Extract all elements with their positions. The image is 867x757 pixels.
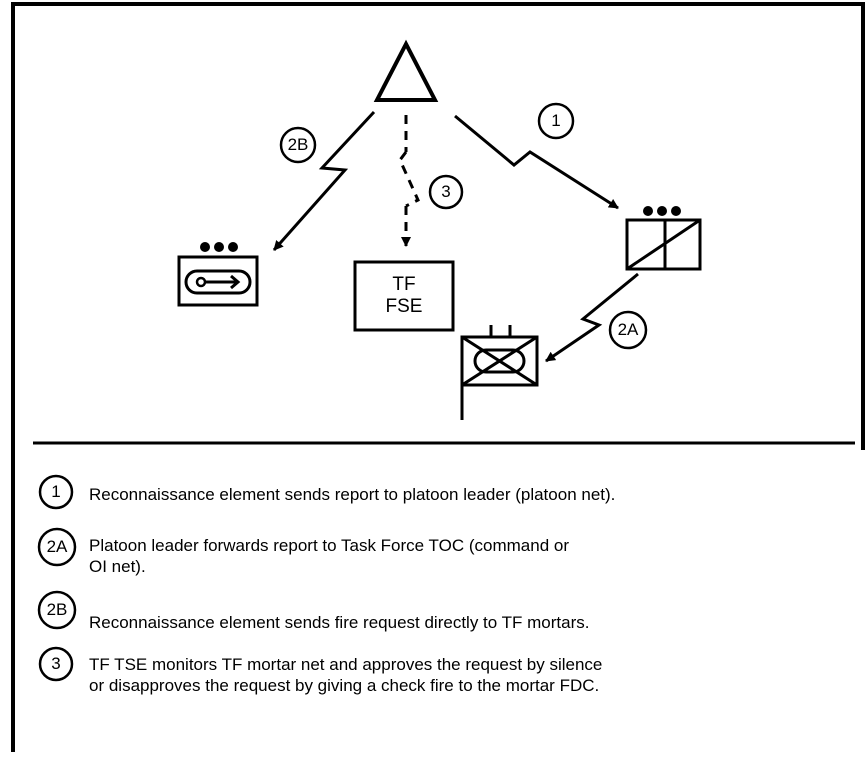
frame-border	[11, 2, 865, 752]
legend-item-3-line2: or disapproves the request by giving a c…	[89, 676, 600, 695]
legend-marker-2a-label: 2A	[46, 537, 68, 556]
tf-fse-line2: FSE	[385, 296, 423, 317]
legend-item-2b-text: Reconnaissance element sends fire reques…	[89, 613, 590, 632]
legend-marker-1-circle	[38, 474, 74, 510]
legend-item-1-text: Reconnaissance element sends report to p…	[89, 485, 616, 504]
legend-item-3-text: TF TSE monitors TF mortar net and approv…	[89, 654, 602, 696]
callout-3-circle	[428, 174, 464, 210]
recon-element-triangle-icon	[373, 39, 439, 102]
callout-2a-circle	[608, 310, 648, 350]
tf-fse-line1: TF	[392, 274, 416, 295]
tf-fse-box	[353, 260, 455, 332]
legend-marker-2b-circle	[37, 590, 77, 630]
legend-marker-3-label: 3	[51, 654, 61, 673]
legend-item-3-line1: TF TSE monitors TF mortar net and approv…	[89, 655, 603, 674]
legend-marker-3-circle	[38, 646, 74, 682]
legend-marker-1-label: 1	[51, 482, 61, 501]
callout-1-label: 1	[551, 111, 561, 130]
tf-fse-label: TF FSE	[355, 274, 453, 318]
platoon-leader-symbol	[625, 206, 702, 271]
legend-item-2a-line1: Platoon leader forwards report to Task F…	[89, 536, 569, 555]
arrow-2a	[545, 272, 639, 363]
legend-item-2a-line2: OI net).	[89, 557, 146, 576]
callout-2a-label: 2A	[617, 320, 639, 339]
callout-2b-circle	[279, 126, 317, 164]
arrow-2b	[272, 110, 376, 251]
arrow-1	[454, 114, 619, 210]
callout-3-label: 3	[441, 182, 451, 201]
arrow-3-dashed-break	[398, 151, 420, 208]
tf-mortars-symbol	[177, 242, 259, 307]
callout-2b-label: 2B	[287, 135, 309, 154]
legend-marker-2b-label: 2B	[46, 600, 68, 619]
legend-item-2a-text: Platoon leader forwards report to Task F…	[89, 535, 569, 577]
tf-toc-symbol	[460, 325, 539, 420]
callout-1-circle	[537, 102, 575, 140]
legend-marker-2a-circle	[37, 527, 77, 567]
